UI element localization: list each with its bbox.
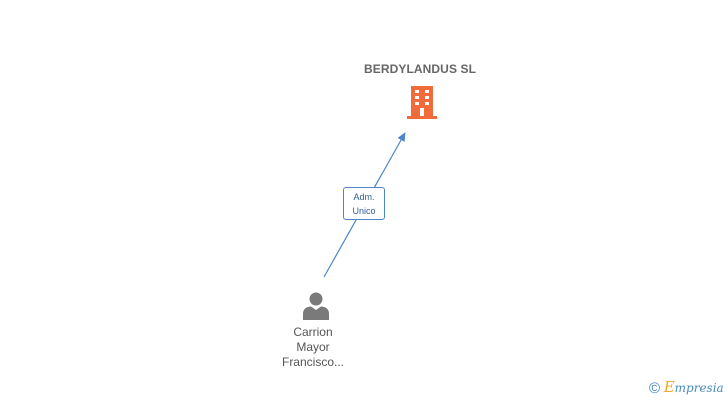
company-name[interactable]: BERDYLANDUS SL bbox=[363, 62, 477, 76]
person-name-line-3: Francisco... bbox=[281, 355, 344, 369]
person-name[interactable]: Carrion Mayor Francisco... bbox=[263, 325, 363, 370]
brand-rest: mpresia bbox=[674, 381, 724, 395]
person-name-line-2: Mayor bbox=[296, 340, 330, 354]
copyright-icon: © bbox=[649, 380, 661, 398]
role-label[interactable]: Adm. Unico bbox=[343, 187, 385, 220]
person-icon[interactable] bbox=[302, 291, 330, 320]
role-line-1: Adm. bbox=[353, 192, 375, 202]
role-line-2: Unico bbox=[352, 206, 376, 216]
person-name-line-1: Carrion bbox=[293, 325, 333, 339]
brand-initial: E bbox=[663, 378, 675, 396]
building-icon[interactable] bbox=[405, 84, 439, 120]
empresia-watermark: © Empresia bbox=[649, 378, 724, 398]
